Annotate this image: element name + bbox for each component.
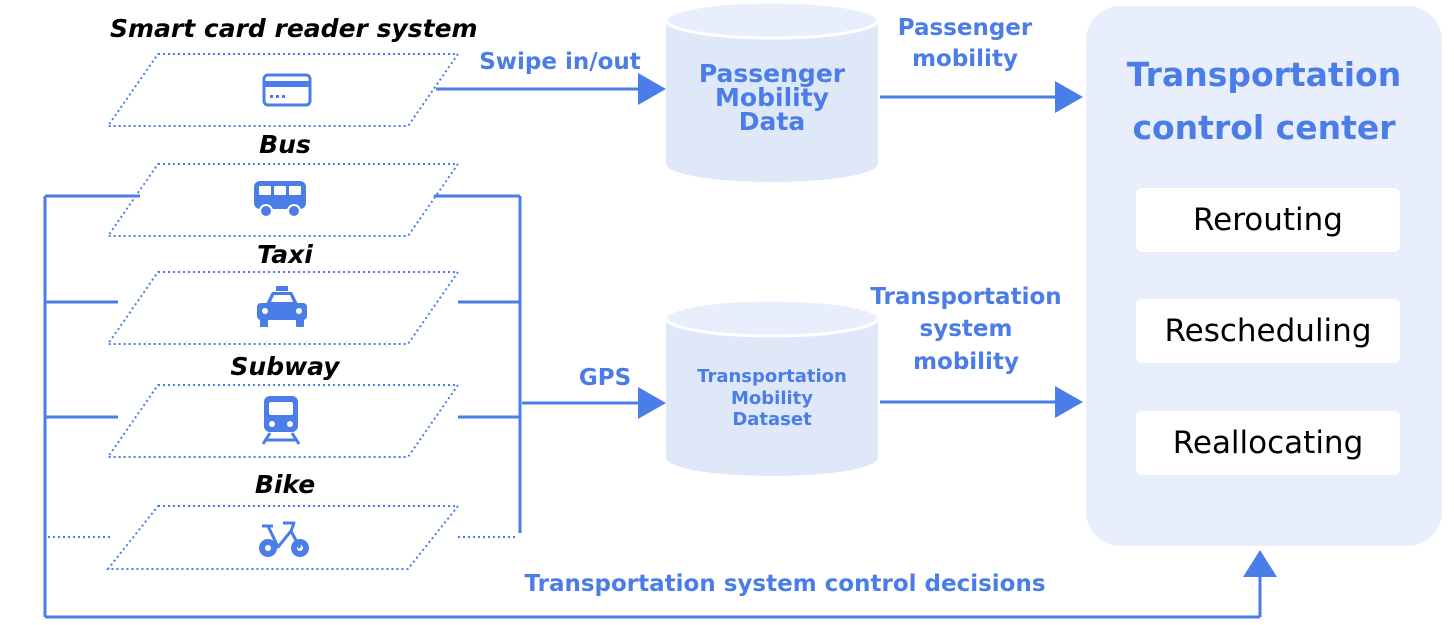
smart-card-plane bbox=[106, 53, 460, 127]
transport-db-line2: Mobility bbox=[730, 387, 813, 409]
layer-planes bbox=[105, 53, 461, 570]
subway-plane bbox=[106, 384, 460, 458]
layer-title-bike: Bike bbox=[254, 470, 316, 499]
control-center-title-line2: control center bbox=[1132, 108, 1396, 148]
action-rescheduling: Rescheduling bbox=[1136, 299, 1400, 363]
transport-database-label: Transportation Mobility Dataset bbox=[672, 366, 872, 431]
passenger-mobility-label: Passenger mobility bbox=[880, 15, 1050, 73]
transport-mobility-line1: Transportation bbox=[870, 284, 1062, 310]
train-icon bbox=[261, 396, 301, 445]
transport-mobility-line3: mobility bbox=[913, 348, 1019, 375]
swipe-arrowhead bbox=[638, 73, 666, 105]
control-decisions-arrowhead bbox=[1243, 550, 1277, 577]
action-reallocating: Reallocating bbox=[1136, 411, 1400, 475]
transport-mobility-line2: system bbox=[919, 316, 1013, 343]
passenger-mobility-arrowhead bbox=[1055, 81, 1083, 113]
passenger-mobility-line2: mobility bbox=[912, 46, 1018, 73]
feedback-loop-lines bbox=[43, 194, 1260, 619]
layer-title-subway: Subway bbox=[230, 352, 340, 381]
bus-icon bbox=[254, 181, 306, 218]
layer-title-taxi: Taxi bbox=[257, 240, 313, 269]
bus-plane bbox=[106, 163, 460, 237]
layer-title-smart-card: Smart card reader system bbox=[110, 14, 478, 43]
taxi-icon bbox=[257, 286, 307, 327]
transport-database-cylinder bbox=[664, 298, 880, 476]
credit-card-icon bbox=[262, 73, 312, 107]
transport-mobility-label: Transportation system mobility bbox=[856, 284, 1076, 375]
bicycle-icon bbox=[259, 521, 309, 557]
transport-db-line1: Transportation bbox=[697, 366, 847, 387]
passenger-db-line3: Data bbox=[738, 106, 806, 136]
passenger-db-line1: Passenger bbox=[698, 59, 846, 88]
taxi-plane bbox=[106, 271, 460, 345]
control-center-title: Transportation control center bbox=[1088, 54, 1440, 149]
transport-mobility-arrowhead bbox=[1055, 386, 1083, 418]
transport-db-line3: Dataset bbox=[732, 409, 812, 431]
bike-plane bbox=[105, 505, 461, 570]
action-rerouting: Rerouting bbox=[1136, 188, 1400, 252]
layer-title-bus: Bus bbox=[259, 130, 311, 159]
control-center-title-line1: Transportation bbox=[1126, 55, 1402, 94]
swipe-label: Swipe in/out bbox=[479, 49, 641, 75]
control-decisions-label: Transportation system control decisions bbox=[524, 571, 1046, 597]
passenger-db-line2: Mobility bbox=[715, 82, 829, 112]
gps-arrowhead bbox=[638, 387, 666, 419]
passenger-database-cylinder bbox=[664, 0, 880, 182]
passenger-database-label: Passenger Mobility Data bbox=[672, 59, 872, 136]
gps-label: GPS bbox=[578, 365, 632, 391]
passenger-mobility-line1: Passenger bbox=[897, 15, 1033, 41]
